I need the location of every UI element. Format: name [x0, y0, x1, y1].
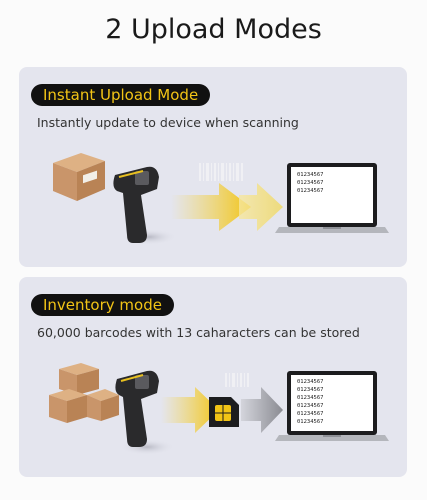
inventory-illustration: [49, 363, 389, 455]
mode-description-instant: Instantly update to device when scanning: [37, 115, 299, 130]
screen-line: 01234567: [297, 379, 324, 385]
laptop-screen-lines: 01234567 01234567 01234567: [297, 171, 324, 195]
arrow-icon: [171, 183, 283, 231]
mode-pill-instant: Instant Upload Mode: [31, 84, 211, 106]
screen-line: 01234567: [297, 172, 324, 178]
barcode-icon: [225, 373, 249, 387]
mode-description-inventory: 60,000 barcodes with 13 caharacters can …: [37, 325, 360, 340]
screen-line: 01234567: [297, 395, 324, 401]
cardboard-box-icon: [87, 389, 119, 421]
arrow-icon: [161, 387, 219, 433]
sim-card-icon: [209, 397, 239, 427]
arrow-icon: [241, 387, 283, 433]
screen-line: 01234567: [297, 411, 324, 417]
screen-line: 01234567: [297, 188, 324, 194]
instant-upload-illustration: [53, 153, 389, 245]
cardboard-box-icon: [53, 153, 105, 201]
screen-line: 01234567: [297, 387, 324, 393]
cardboard-box-icon: [49, 389, 87, 423]
screen-line: 01234567: [297, 419, 324, 425]
instant-upload-panel: Instant Upload Mode Instantly update to …: [19, 67, 407, 267]
page-title: 2 Upload Modes: [105, 14, 322, 45]
barcode-icon: [199, 163, 243, 181]
barcode-scanner-icon: [115, 370, 175, 455]
cardboard-box-icon: [59, 363, 99, 395]
inventory-mode-panel: Inventory mode 60,000 barcodes with 13 c…: [19, 277, 407, 477]
screen-line: 01234567: [297, 403, 324, 409]
mode-pill-inventory: Inventory mode: [31, 294, 174, 316]
laptop-icon: [275, 163, 389, 233]
laptop-screen-lines: 01234567 01234567 01234567 01234567 0123…: [297, 378, 324, 426]
laptop-icon: [275, 371, 389, 441]
barcode-scanner-icon: [113, 166, 177, 245]
screen-line: 01234567: [297, 180, 324, 186]
